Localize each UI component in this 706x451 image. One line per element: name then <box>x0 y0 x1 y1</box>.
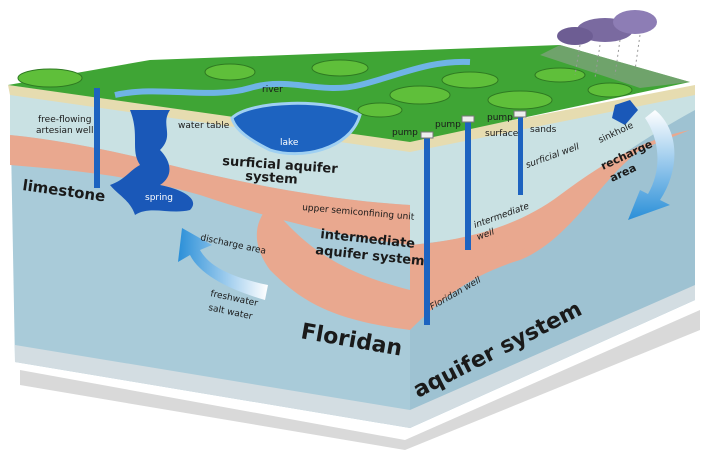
surficial-well-pipe <box>518 115 523 195</box>
label-artesian-2: artesian well <box>36 126 93 136</box>
surficial-layer-right <box>410 92 695 245</box>
surface-sands <box>8 85 695 152</box>
salt-water-layer <box>15 285 695 428</box>
label-surface: surface <box>485 129 519 139</box>
trees <box>17 59 633 118</box>
label-sands: sands <box>530 125 557 135</box>
upper-semiconfining-unit-left <box>10 135 410 245</box>
land-rain-haze <box>540 45 690 88</box>
label-lake: lake <box>280 138 299 148</box>
label-pump-1: pump <box>392 128 418 138</box>
label-river: river <box>262 85 283 95</box>
label-artesian-1: free-flowing <box>38 115 91 125</box>
recharge-arrow <box>628 110 675 220</box>
rain-cloud-icon <box>557 10 657 79</box>
surficial-layer-left <box>10 92 410 205</box>
label-pump-2: pump <box>435 120 461 130</box>
river <box>114 58 471 98</box>
sinkhole <box>612 100 638 125</box>
confining-unit-right-band <box>410 238 525 290</box>
lake <box>230 101 362 156</box>
label-spring: spring <box>145 193 173 203</box>
spring-conduit <box>110 110 194 215</box>
floridan-well-pipe <box>424 137 430 325</box>
label-water-table: water table <box>178 121 230 131</box>
confining-unit-right <box>410 130 690 330</box>
label-surficial-2: system <box>245 169 298 188</box>
pump-intermediate <box>461 115 475 123</box>
pump-surficial <box>513 110 527 118</box>
intermediate-confining-band <box>256 205 410 330</box>
pump-floridan <box>420 131 434 139</box>
artesian-well-pipe <box>94 88 100 188</box>
intermediate-well-pipe <box>465 120 471 250</box>
label-pump-3: pump <box>487 113 513 123</box>
block-shadow <box>20 310 700 450</box>
discharge-arrow <box>178 228 268 300</box>
